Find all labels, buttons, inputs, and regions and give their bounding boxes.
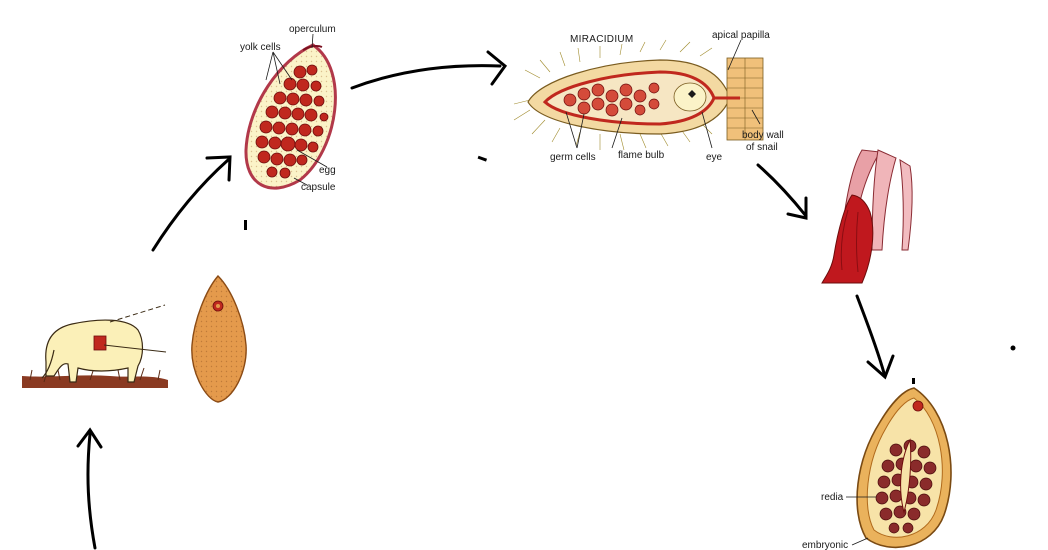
arrow-miracidium-to-snail [756, 163, 808, 218]
label-germ-cells: germ cells [550, 152, 596, 163]
miracidium-leader-lines [565, 39, 761, 149]
yolk-cells [255, 64, 329, 179]
label-embryonic: embryonic [802, 540, 848, 550]
eye-spot [688, 90, 696, 98]
redia-illustration: redia embryonic [802, 387, 952, 550]
redia-gut [900, 438, 912, 514]
label-egg: egg [319, 165, 336, 176]
label-apical-papilla: apical papilla [712, 30, 770, 41]
apical-gland [673, 82, 707, 112]
arrow-egg-to-miracidium [350, 64, 502, 90]
stray-marks [244, 155, 1016, 384]
redia-pharynx [912, 400, 924, 412]
arrowhead-snail [786, 196, 808, 220]
label-eye: eye [706, 152, 723, 163]
egg-illustration: operculum yolk cells egg capsule [240, 24, 337, 193]
label-body-wall: body wall [742, 130, 784, 141]
arrow-snail-to-sporocyst [855, 294, 886, 375]
arrowhead-host [76, 427, 103, 449]
arrowhead-miracidium [486, 50, 508, 86]
label-operculum: operculum [289, 24, 336, 35]
arrowhead-egg [205, 155, 232, 182]
body-wall-of-snail [714, 57, 764, 141]
adult-fluke-illustration [191, 274, 247, 403]
label-of-snail: of snail [746, 142, 778, 153]
sheep-liver [93, 335, 107, 351]
label-yolk-cells: yolk cells [240, 42, 281, 53]
sheep-body [45, 319, 144, 383]
snail-tentacle-mid [871, 149, 897, 251]
operculum [302, 45, 323, 51]
host-sheep-illustration [22, 304, 168, 388]
sporocyst-body [821, 194, 874, 284]
arrowhead-sporocyst [866, 354, 895, 380]
miracidium-illustration: MIRACIDIUM [513, 30, 784, 163]
label-capsule: capsule [301, 182, 336, 193]
snail-tentacle-right [899, 159, 913, 251]
label-redia: redia [821, 492, 844, 503]
redia-leader-lines [846, 496, 876, 546]
germ-cells [563, 82, 660, 117]
snail-sporocyst-illustration [821, 149, 913, 284]
label-flame-bulb: flame bulb [618, 150, 665, 161]
cycle-arrows [76, 50, 895, 550]
egg-leader-lines [265, 33, 328, 186]
arrow-fluke-to-egg [151, 158, 230, 252]
miracidium-title: MIRACIDIUM [570, 34, 634, 45]
arrow-cercaria-to-host [86, 432, 97, 550]
